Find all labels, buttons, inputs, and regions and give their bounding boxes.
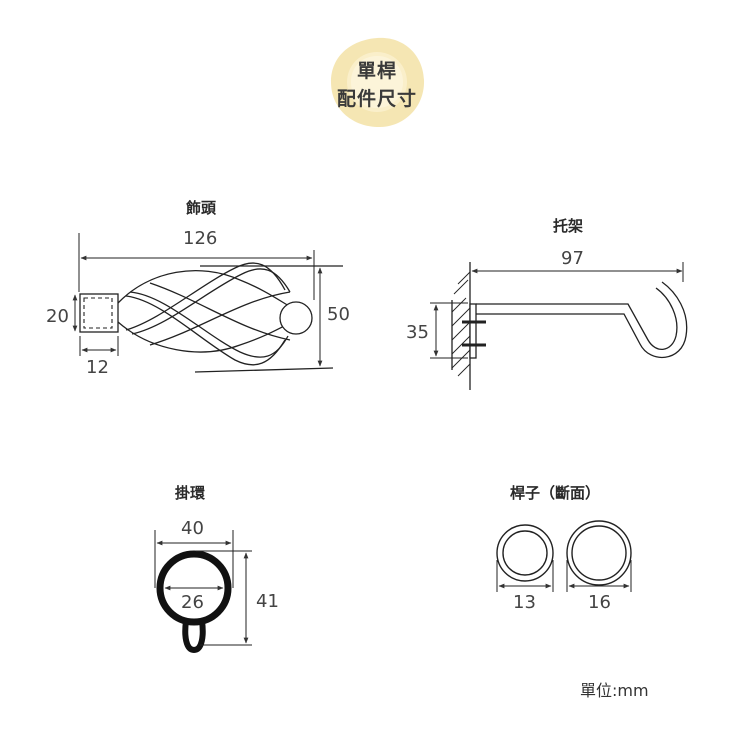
ring-height-value: 41: [256, 591, 279, 612]
bracket-label: 托架: [553, 217, 584, 235]
rod-section-label: 桿子（斷面）: [510, 484, 601, 502]
ring-drawing: [154, 530, 252, 654]
title-line-2: 配件尺寸: [336, 88, 417, 110]
rod-section-drawing: [496, 520, 632, 592]
ring-label: 掛環: [175, 484, 206, 502]
ring-inner-value: 26: [181, 592, 204, 613]
finial-drawing: [72, 233, 343, 373]
watercolor-circle-icon: [331, 37, 425, 128]
finial-socket-height-value: 20: [46, 306, 69, 327]
finial-label: 飾頭: [186, 199, 217, 217]
title-line-1: 單桿: [356, 60, 397, 82]
bracket-length-value: 97: [561, 248, 584, 269]
rod-large-value: 16: [588, 592, 611, 613]
finial-height-value: 50: [327, 304, 350, 325]
finial-socket-depth-value: 12: [86, 357, 109, 378]
ring-outer-value: 40: [181, 518, 204, 539]
unit-label: 單位:mm: [580, 681, 649, 700]
bracket-height-value: 35: [406, 322, 429, 343]
finial-length-value: 126: [183, 228, 218, 249]
bracket-drawing: [430, 262, 688, 390]
title-badge: 單桿 配件尺寸: [325, 32, 429, 132]
rod-small-value: 13: [513, 592, 536, 613]
